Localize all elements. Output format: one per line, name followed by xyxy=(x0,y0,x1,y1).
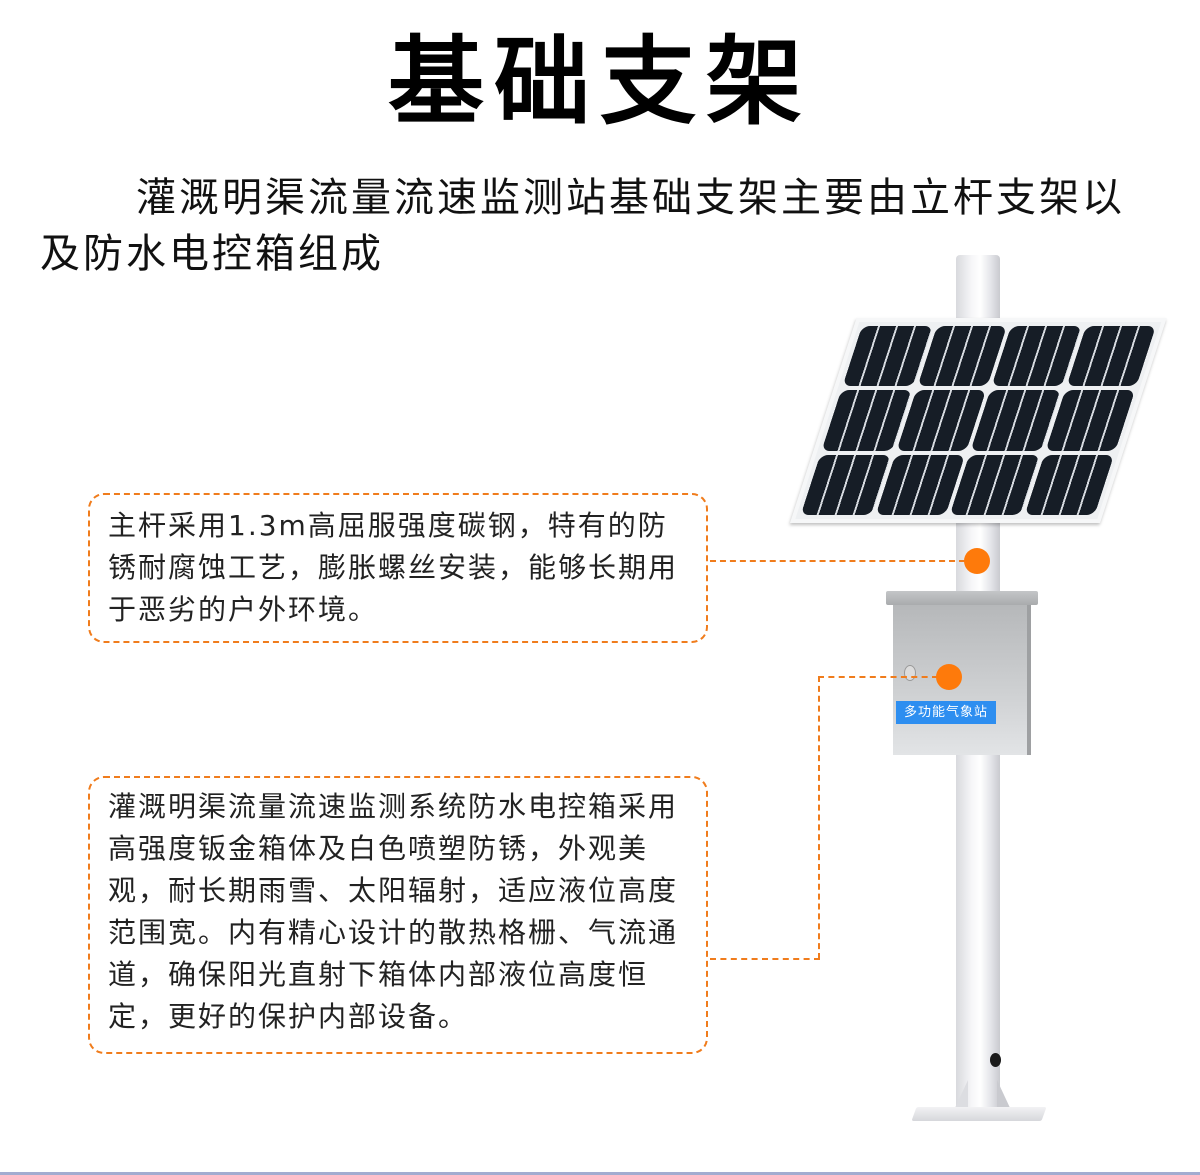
solar-cell xyxy=(821,390,912,451)
solar-cell xyxy=(800,454,891,515)
solar-cell xyxy=(1024,454,1115,515)
solar-cell xyxy=(842,326,933,387)
cable-hole xyxy=(990,1053,1001,1067)
callout-pole-text: 主杆采用1.3m高屈服强度碳钢，特有的防锈耐腐蚀工艺，膨胀螺丝安装，能够长期用于… xyxy=(108,509,679,626)
page-title: 基础支架 xyxy=(388,26,812,138)
marker-dot-control-box xyxy=(936,664,962,690)
bottom-divider xyxy=(0,1172,1200,1175)
base-gusset xyxy=(954,1080,968,1110)
connector-line-box-v xyxy=(818,676,820,959)
callout-control-box-text: 灌溉明渠流量流速监测系统防水电控箱采用高强度钣金箱体及白色喷塑防锈，外观美观，耐… xyxy=(108,790,679,1033)
control-box xyxy=(893,605,1031,755)
control-box-lid xyxy=(886,591,1038,605)
solar-cell xyxy=(1045,390,1136,451)
solar-cell xyxy=(970,390,1061,451)
solar-cell xyxy=(991,326,1082,387)
callout-control-box: 灌溉明渠流量流速监测系统防水电控箱采用高强度钣金箱体及白色喷塑防锈，外观美观，耐… xyxy=(88,776,708,1054)
solar-cell xyxy=(1065,326,1157,387)
connector-line-box-h2 xyxy=(818,676,938,678)
lock-icon xyxy=(904,665,916,681)
solar-panel xyxy=(790,318,1167,523)
connector-line-box-h1 xyxy=(710,958,820,960)
base-gusset xyxy=(997,1080,1011,1110)
intro-text: 灌溉明渠流量流速监测站基础支架主要由立杆支架以及防水电控箱组成 xyxy=(40,175,1125,277)
solar-cell xyxy=(949,454,1040,515)
connector-line-pole xyxy=(710,560,965,562)
marker-dot-pole xyxy=(964,548,990,574)
callout-pole: 主杆采用1.3m高屈服强度碳钢，特有的防锈耐腐蚀工艺，膨胀螺丝安装，能够长期用于… xyxy=(88,493,708,643)
control-box-label: 多功能气象站 xyxy=(896,701,996,724)
base-plate xyxy=(911,1107,1047,1121)
